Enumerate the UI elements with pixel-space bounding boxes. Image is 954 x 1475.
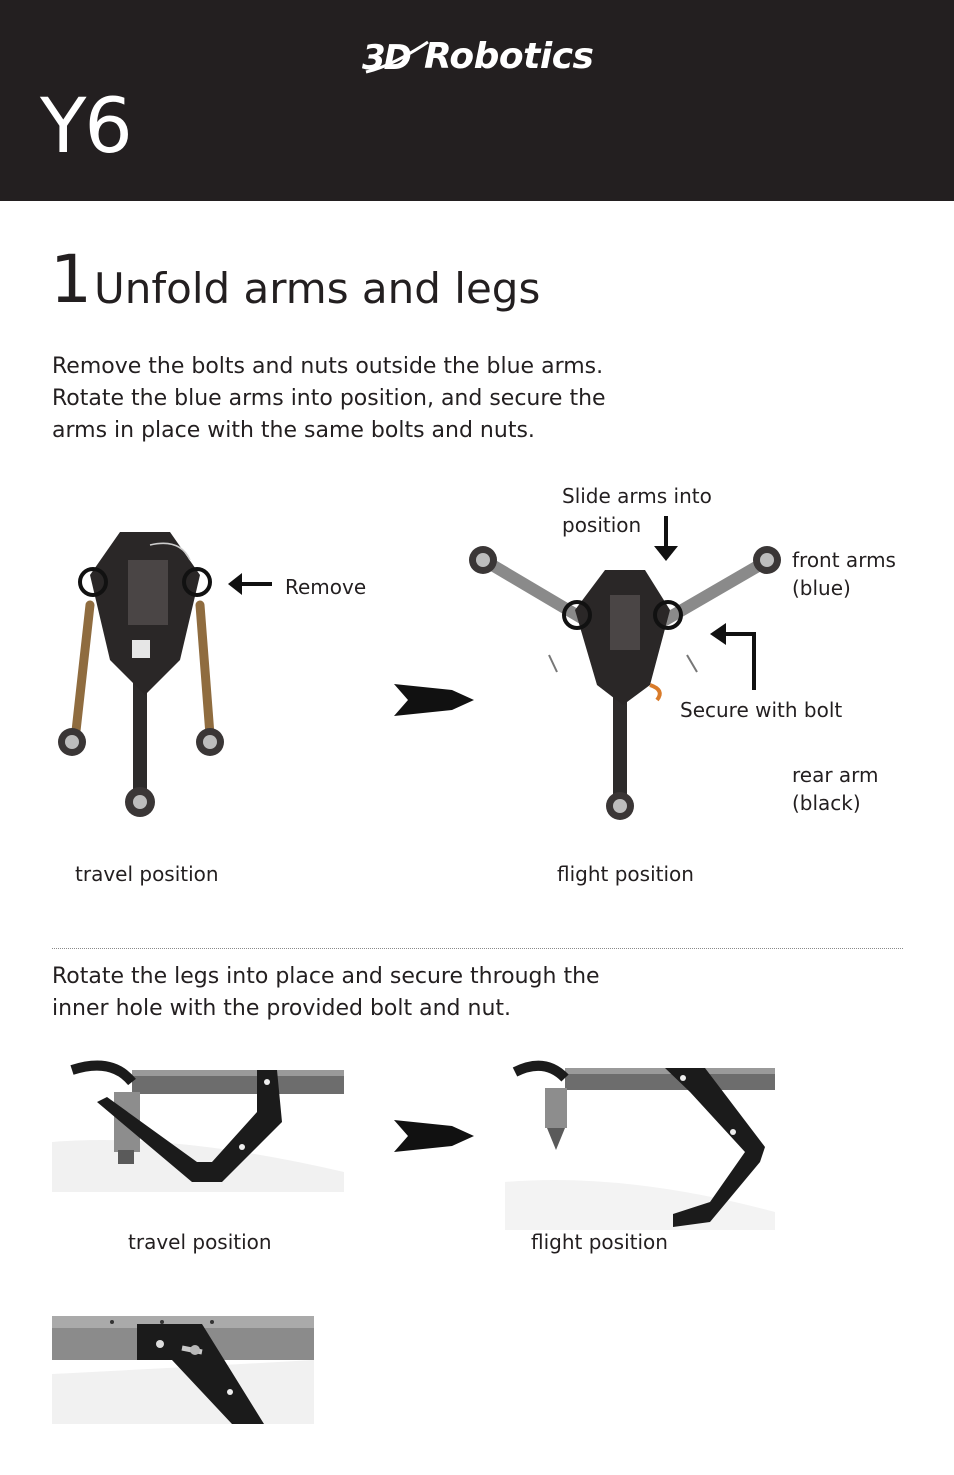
instruction-line: Rotate the legs into place and secure th… [52,964,600,989]
secure-with-bolt-label: Secure with bolt [680,698,843,722]
product-name: Y6 [40,81,133,170]
front-arms-label: front arms [792,548,896,572]
section-divider [52,948,903,949]
travel-position-caption: travel position [75,862,219,886]
arrow-up-left-icon [710,623,756,690]
next-step-chevron-icon [394,684,474,716]
brand-logo-name: Robotics [424,36,594,77]
flight-position-caption: flight position [557,862,694,886]
frame-flight-position-image [469,546,781,820]
slide-arms-label: position [562,513,642,537]
travel-position-caption: travel position [128,1230,272,1254]
rear-arm-label: rear arm [792,763,879,787]
instruction-line: inner hole with the provided bolt and nu… [52,996,512,1021]
leg-flight-position-image [505,1052,775,1230]
leg-travel-position-image [52,1052,344,1192]
brand-swoosh-icon [365,40,429,74]
step-number: 1 [50,241,92,318]
arrow-down-icon [654,516,678,561]
step-title: Unfold arms and legs [94,264,541,313]
next-step-chevron-icon [394,1120,474,1152]
front-arms-label: (blue) [792,576,851,600]
remove-label: Remove [285,575,367,599]
instruction-line: arms in place with the same bolts and nu… [52,418,535,443]
header-band: 3D Robotics Y6 [0,0,954,201]
rear-arm-label: (black) [792,791,861,815]
frame-travel-position-image [58,532,224,817]
leg-bolt-detail-image [52,1312,314,1424]
slide-arms-label: Slide arms into [562,484,712,508]
instruction-line: Remove the bolts and nuts outside the bl… [52,354,604,379]
instruction-line: Rotate the blue arms into position, and … [52,386,606,411]
arrow-left-icon [228,573,272,595]
flight-position-caption: flight position [531,1230,668,1254]
